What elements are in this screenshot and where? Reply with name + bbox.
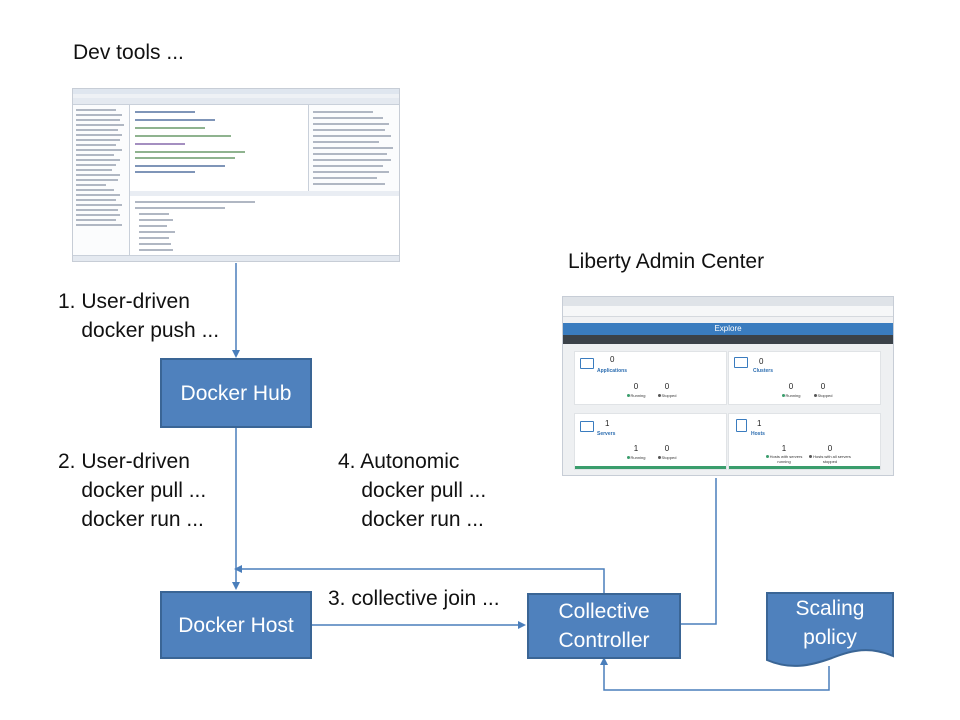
- servers-running-label: Running: [614, 455, 658, 460]
- step-4-label: 4. Autonomic docker pull ... docker run …: [338, 450, 487, 531]
- collective-controller-line1: Collective: [558, 600, 650, 623]
- scaling-policy-line1: Scaling: [795, 597, 865, 620]
- hosts-icon: [736, 419, 747, 432]
- scaling-policy-shape: [766, 592, 894, 667]
- applications-label: Applications: [597, 368, 628, 374]
- arrow-controller-to-host: [234, 565, 605, 593]
- docker-hub-box: Docker Hub: [160, 358, 312, 428]
- hosts-count: 1: [757, 419, 762, 428]
- clusters-stopped: 0: [820, 382, 826, 391]
- scaling-policy-box: Scaling policy: [766, 594, 894, 652]
- hosts-status-bar: [729, 466, 880, 469]
- applications-stopped: 0: [664, 382, 670, 391]
- hosts-running: 1: [781, 444, 787, 453]
- ide-screenshot: [72, 88, 400, 262]
- admin-toolbar: [563, 335, 893, 344]
- servers-running: 1: [633, 444, 639, 453]
- servers-count: 1: [605, 419, 610, 428]
- applications-running-label: Running: [614, 393, 658, 398]
- collective-controller-box: Collective Controller: [527, 593, 681, 659]
- step-3-label: 3. collective join ...: [328, 587, 500, 610]
- browser-tabs: [563, 297, 893, 306]
- hosts-card: 1 Hosts 1 0 Hosts with servers running H…: [728, 413, 881, 470]
- dev-tools-title: Dev tools ...: [73, 41, 184, 64]
- bookmarks-bar: [563, 317, 893, 323]
- applications-count: 0: [610, 355, 615, 364]
- hosts-running-label: Hosts with servers running: [762, 454, 806, 464]
- hosts-stopped-label: Hosts with all servers stopped: [808, 454, 852, 464]
- clusters-running-label: Running: [769, 393, 813, 398]
- admin-header: Explore: [563, 323, 893, 335]
- servers-stopped-label: Stopped: [645, 455, 689, 460]
- servers-stopped: 0: [664, 444, 670, 453]
- admin-center-screenshot: Explore 0 Applications 0 0 Running Stopp…: [562, 296, 894, 476]
- servers-status-bar: [575, 466, 726, 469]
- servers-card: 1 Servers 1 0 Running Stopped: [574, 413, 727, 470]
- servers-icon: [580, 421, 594, 432]
- step-2-label: 2. User-driven docker pull ... docker ru…: [58, 450, 207, 531]
- clusters-icon: [734, 357, 748, 368]
- clusters-running: 0: [788, 382, 794, 391]
- arrow-policy-to-controller: [600, 657, 830, 691]
- hosts-stopped: 0: [827, 444, 833, 453]
- browser-url-bar: [563, 306, 893, 317]
- applications-icon: [580, 358, 594, 369]
- collective-controller-line2: Controller: [558, 629, 650, 652]
- applications-running: 0: [633, 382, 639, 391]
- line-controller-to-admin: [681, 478, 717, 625]
- docker-hub-label: Docker Hub: [180, 381, 292, 405]
- clusters-card: 0 Clusters 0 0 Running Stopped: [728, 351, 881, 405]
- applications-card: 0 Applications 0 0 Running Stopped: [574, 351, 727, 405]
- clusters-stopped-label: Stopped: [801, 393, 845, 398]
- applications-stopped-label: Stopped: [645, 393, 689, 398]
- admin-header-title: Explore: [714, 324, 742, 333]
- step-1-label: 1. User-driven docker push ...: [58, 290, 220, 342]
- servers-label: Servers: [597, 431, 616, 437]
- clusters-count: 0: [759, 357, 764, 366]
- scaling-policy-line2: policy: [803, 626, 857, 649]
- admin-center-title: Liberty Admin Center: [568, 250, 765, 273]
- docker-host-label: Docker Host: [178, 613, 294, 637]
- hosts-label: Hosts: [751, 431, 765, 437]
- docker-host-box: Docker Host: [160, 591, 312, 659]
- clusters-label: Clusters: [753, 368, 774, 374]
